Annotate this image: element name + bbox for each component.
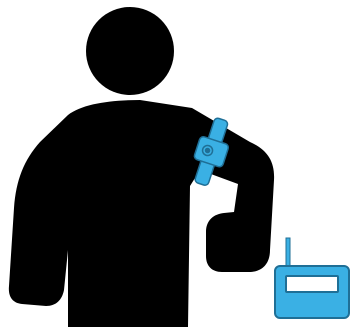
person-body [9, 100, 274, 327]
receiver-screen [286, 276, 338, 292]
receiver-antenna [286, 238, 290, 268]
sensor-lens-center [205, 148, 210, 153]
person-silhouette-icon [9, 7, 274, 327]
person-head [86, 7, 174, 95]
wireless-receiver-icon [275, 238, 349, 318]
